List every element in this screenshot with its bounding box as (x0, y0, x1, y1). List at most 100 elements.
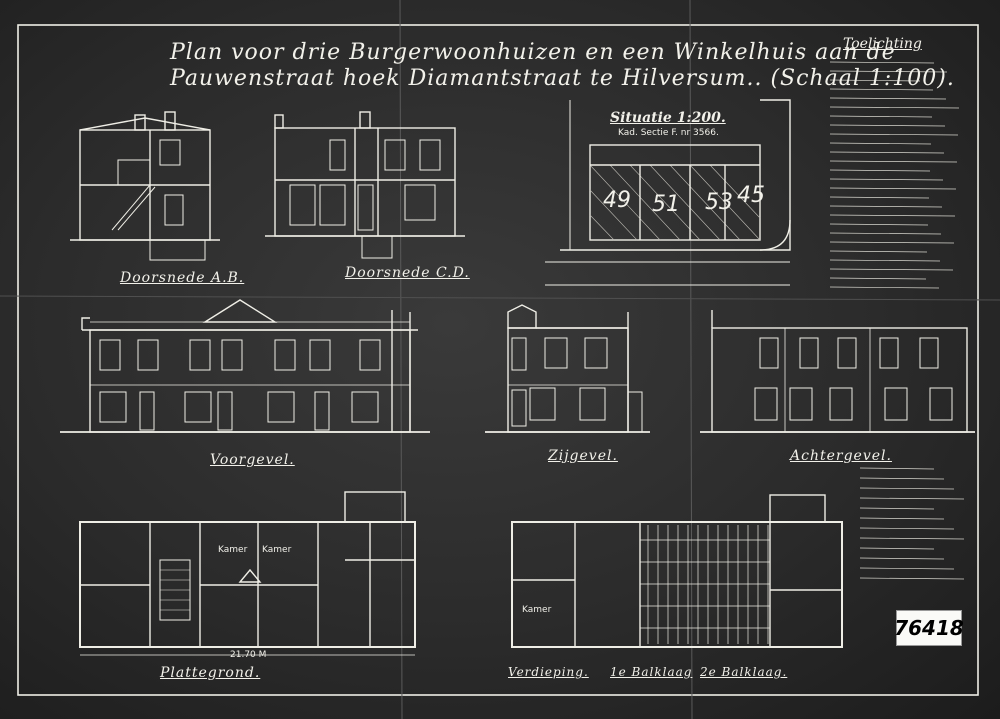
handwriting-line (829, 169, 931, 172)
window (184, 391, 212, 423)
handwriting-line (829, 106, 960, 109)
joists1-label: 1e Balklaag (610, 665, 693, 679)
rear-elevation-label: Achtergevel. (790, 448, 892, 464)
handwriting-line (859, 567, 955, 570)
handwriting-line (859, 547, 935, 550)
handwriting-line (829, 88, 934, 91)
upper-plan-drawing (511, 494, 843, 648)
toelichting-title: Toelichting (843, 36, 922, 52)
room-label: Kamer (262, 545, 292, 555)
window (274, 339, 296, 371)
window (919, 337, 939, 369)
section-cd-label: Doorsnede C.D. (345, 265, 470, 281)
handwriting-line (829, 160, 958, 163)
handwriting-line (829, 97, 947, 100)
handwriting-line (829, 286, 940, 289)
side-elevation-drawing (485, 304, 650, 433)
section-ab-drawing (70, 111, 220, 261)
window (221, 339, 243, 371)
rear-elevation-drawing (700, 310, 975, 433)
handwriting-line (859, 507, 935, 510)
situation-subtitle: Kad. Sectie F. nr 3566. (618, 128, 719, 138)
handwriting-line (829, 250, 928, 253)
front-upper-windows (99, 339, 381, 371)
window (99, 391, 127, 423)
ground-plan-label: Plattegrond. (160, 665, 261, 681)
handwriting-line (829, 223, 929, 226)
situation-title: Situatie 1:200. (610, 110, 726, 126)
upper-plan-label: Verdieping. (508, 665, 589, 679)
plot-number: 49 (603, 188, 631, 213)
handwriting-line (829, 232, 942, 235)
handwriting-line (829, 124, 946, 127)
archive-number-stamp: 76418 (894, 610, 964, 646)
handwriting-line (859, 557, 945, 560)
window (309, 339, 331, 371)
handwriting-line (859, 537, 965, 540)
drawing-title-line2: Pauwenstraat hoek Diamantstraat te Hilve… (170, 66, 955, 91)
sheet-border (17, 24, 979, 696)
section-cd-drawing (265, 111, 465, 259)
handwriting-line (829, 187, 957, 190)
handwriting-line (829, 115, 933, 118)
handwriting-line (829, 70, 948, 73)
window (351, 391, 379, 423)
rear-windows (754, 337, 953, 421)
handwriting-line (829, 268, 954, 271)
plot-number: 53 (705, 190, 733, 215)
handwriting-line (829, 151, 945, 154)
handwriting-line (859, 497, 965, 500)
handwriting-line (829, 277, 927, 280)
plot-number: 51 (652, 192, 680, 217)
window (789, 387, 813, 421)
handwriting-line (829, 196, 930, 199)
room-label: Kamer (218, 545, 248, 555)
situation-plan-drawing (545, 99, 791, 286)
window (314, 391, 330, 431)
window (879, 337, 899, 369)
ground-plan-width: 21.70 M (230, 650, 267, 660)
window (799, 337, 819, 369)
window (99, 339, 121, 371)
front-elevation-drawing (60, 299, 430, 433)
handwriting-line (829, 259, 941, 262)
window (137, 339, 159, 371)
handwriting-line (859, 487, 955, 490)
window (929, 387, 953, 421)
side-elevation-label: Zijgevel. (548, 448, 618, 464)
front-elevation-label: Voorgevel. (210, 452, 295, 468)
handwriting-line (829, 79, 921, 82)
toelichting-script (829, 61, 965, 580)
handwriting-line (829, 133, 959, 136)
window (217, 391, 233, 431)
front-lower-windows (99, 391, 379, 431)
window (754, 387, 778, 421)
plot-number: 45 (737, 183, 765, 208)
handwriting-line (829, 241, 955, 244)
window (837, 337, 857, 369)
ground-plan-drawing (79, 491, 416, 656)
window (884, 387, 908, 421)
handwriting-line (859, 477, 945, 480)
handwriting-line (829, 214, 956, 217)
section-ab-label: Doorsnede A.B. (120, 270, 245, 286)
handwriting-line (829, 178, 944, 181)
window (759, 337, 779, 369)
window (829, 387, 853, 421)
handwriting-line (859, 517, 945, 520)
handwriting-line (829, 142, 932, 145)
handwriting-line (859, 467, 935, 470)
handwriting-line (859, 527, 955, 530)
drawing-title-line1: Plan voor drie Burgerwoonhuizen en een W… (170, 40, 896, 65)
joists2-label: 2e Balklaag. (700, 665, 788, 679)
joist-lines (640, 525, 770, 644)
window (359, 339, 381, 371)
handwriting-line (859, 577, 965, 580)
room-label: Kamer (522, 605, 552, 615)
window (189, 339, 211, 371)
handwriting-line (829, 205, 943, 208)
window (139, 391, 155, 431)
handwriting-line (829, 61, 935, 64)
